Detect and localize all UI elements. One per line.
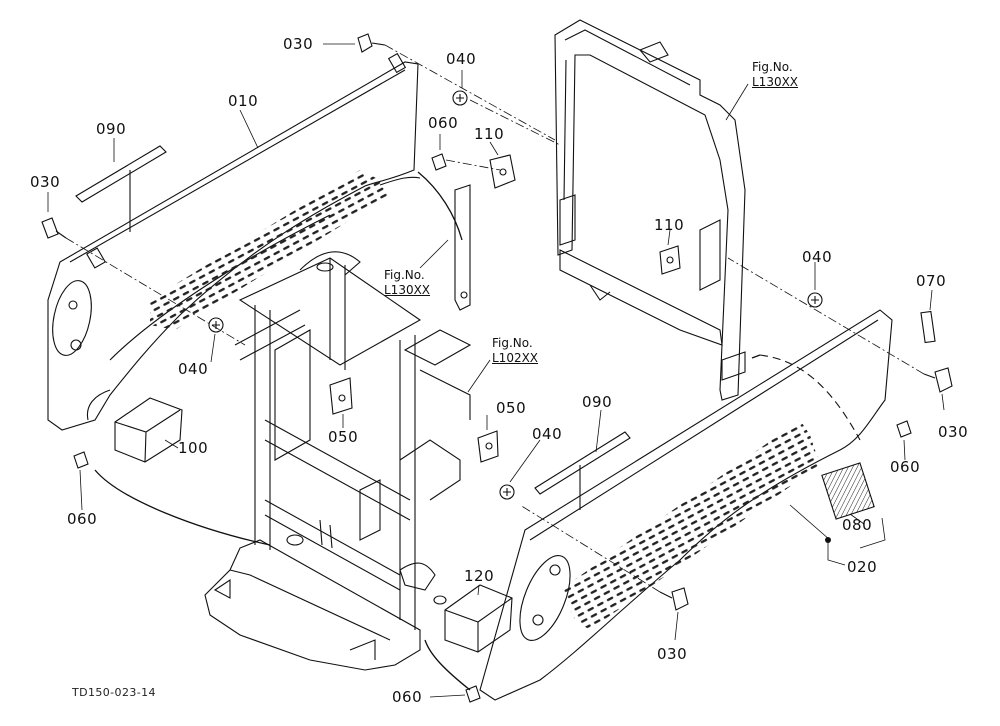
- part-label-030-top: 030: [283, 35, 314, 53]
- part-label-100: 100: [178, 439, 209, 457]
- pin-070: [920, 310, 936, 344]
- part-label-030-left: 030: [30, 173, 61, 191]
- figure-reference-2[interactable]: Fig.No. L130XX: [384, 268, 430, 298]
- part-label-110-right: 110: [654, 216, 685, 234]
- figure-reference-1[interactable]: Fig.No. L130XX: [752, 60, 798, 90]
- seal-strip-left: [75, 145, 167, 232]
- figure-reference-number[interactable]: L130XX: [384, 283, 431, 297]
- figure-reference-label: Fig.No.: [384, 268, 425, 282]
- part-label-090-left: 090: [96, 120, 127, 138]
- part-label-060-bottom: 060: [392, 688, 423, 706]
- pad-120: [444, 584, 513, 653]
- clip-050-left: [329, 377, 353, 415]
- part-label-030-bottom: 030: [657, 645, 688, 663]
- pad-100: [114, 397, 183, 463]
- part-label-010: 010: [228, 92, 259, 110]
- leader-lines: [65, 44, 925, 593]
- center-frame: [204, 251, 472, 671]
- bracket-upper: [454, 184, 471, 311]
- decal-080: [821, 462, 875, 520]
- drawing-code: TD150-023-14: [72, 686, 156, 699]
- part-label-060-top: 060: [428, 114, 459, 132]
- part-label-030-right: 030: [938, 423, 969, 441]
- clip-110-right: [659, 245, 681, 275]
- part-label-020: 020: [847, 558, 878, 576]
- cable-lines: [94, 171, 761, 691]
- pins-060: [73, 153, 912, 703]
- part-label-040-top: 040: [446, 50, 477, 68]
- part-label-110-top: 110: [474, 125, 505, 143]
- part-label-090-mid: 090: [582, 393, 613, 411]
- part-label-050-left: 050: [328, 428, 359, 446]
- bolt-marker: [825, 537, 831, 543]
- washers-040: [208, 90, 823, 500]
- clip-050-mid: [477, 430, 499, 463]
- figure-reference-label: Fig.No.: [752, 60, 793, 74]
- part-label-040-left: 040: [178, 360, 209, 378]
- part-label-040-right: 040: [802, 248, 833, 266]
- left-side-cover: [47, 52, 421, 431]
- right-side-cover: [479, 309, 893, 701]
- part-label-060-left: 060: [67, 510, 98, 528]
- clip-110-top: [489, 154, 516, 189]
- figure-reference-number[interactable]: L102XX: [492, 351, 539, 365]
- figure-reference-3[interactable]: Fig.No. L102XX: [492, 336, 538, 366]
- part-label-080: 080: [842, 516, 873, 534]
- latches-030: [41, 33, 953, 611]
- part-label-040-mid: 040: [532, 425, 563, 443]
- figure-reference-label: Fig.No.: [492, 336, 533, 350]
- rear-frame: [554, 19, 746, 401]
- part-label-070: 070: [916, 272, 947, 290]
- label-leaders: [47, 43, 945, 698]
- seal-strip-right: [534, 431, 631, 510]
- part-label-120: 120: [464, 567, 495, 585]
- figure-reference-number[interactable]: L130XX: [752, 75, 799, 89]
- part-label-050-mid: 050: [496, 399, 527, 417]
- part-label-060-right: 060: [890, 458, 921, 476]
